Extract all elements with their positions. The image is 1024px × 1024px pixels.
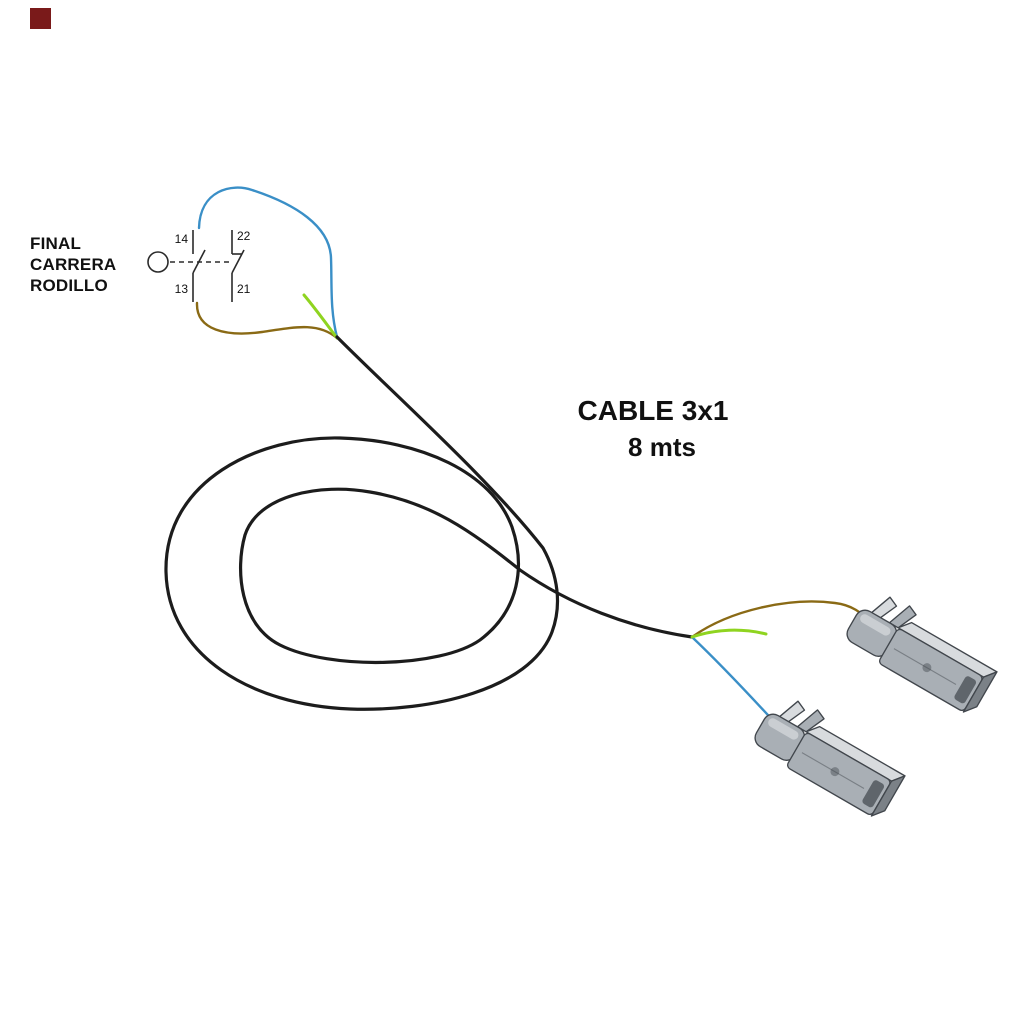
limit-switch-symbol [147,230,245,302]
green-wire-right [690,628,768,639]
cable-coil [164,335,694,711]
green-wire-left [302,293,339,340]
terminal-label-13: 13 [175,282,189,296]
cable-length: 8 mts [628,432,696,462]
contact-21-22-blade [231,249,245,274]
cable-title: CABLE 3x1 [578,395,729,426]
contact-13-14-blade [192,249,206,274]
blue-wire-left [197,186,339,339]
switch-label-line3: RODILLO [30,276,108,295]
blue-wire-right [690,635,780,728]
terminal-label-22: 22 [237,229,251,243]
roller-actuator-icon [147,251,169,273]
switch-label: FINAL CARRERA RODILLO [30,234,116,295]
terminal-label-14: 14 [175,232,189,246]
switch-label-line1: FINAL [30,234,81,253]
corner-mark [30,8,51,29]
terminal-label-21: 21 [237,282,251,296]
brown-wire-left [195,301,339,340]
switch-label-line2: CARRERA [30,255,116,274]
spade-connector-top [840,584,1005,718]
spade-connector-bottom [748,688,913,822]
